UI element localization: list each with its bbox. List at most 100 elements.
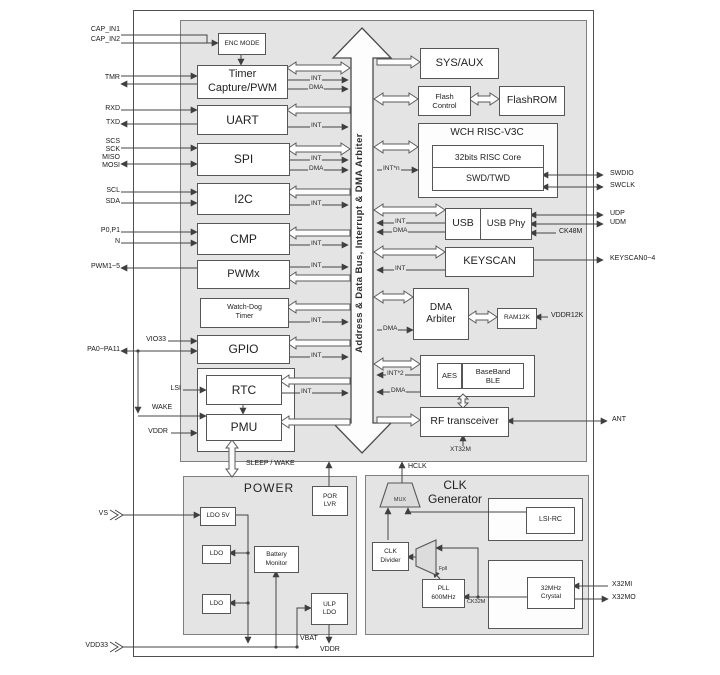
ck32m-label: CK32M: [466, 599, 487, 605]
spi-dma-label: DMA: [308, 165, 325, 172]
flash-bus-arrow: [373, 92, 419, 106]
crystal-block: 32MHz Crystal: [527, 577, 575, 609]
gpio-bus-arrow: [286, 336, 351, 350]
usb-label: USB: [452, 217, 474, 230]
pin-cap-in2: CAP_IN2: [90, 36, 120, 43]
cmp-int-label: INT: [310, 240, 323, 247]
watchdog-block: Watch-Dog Timer: [200, 298, 289, 328]
aes-bus-arrow: [373, 357, 421, 371]
rtc-block: RTC: [206, 375, 282, 405]
pin-x32mi: X32MI: [612, 581, 633, 588]
cmp-block: CMP: [197, 223, 290, 255]
pin-ant: ANT: [612, 416, 626, 423]
rf-transceiver-block: RF transceiver: [420, 407, 509, 437]
cmp-bus-arrow: [286, 226, 351, 240]
battery-monitor-block: Battery Monitor: [254, 546, 299, 573]
pin-txd: TXD: [106, 119, 120, 126]
gpio-int-label: INT: [310, 352, 323, 359]
pin-pa0-pa11: PA0~PA11: [87, 346, 120, 353]
pin-miso: MISO: [102, 154, 120, 161]
wdt-int-label: INT: [310, 317, 323, 324]
label-vio33: VIO33: [146, 336, 166, 343]
system-bus-arrow: [331, 27, 393, 454]
dma-arb-dma-label: DMA: [382, 325, 399, 332]
flash-rom-arrow: [468, 92, 500, 106]
label-vddr12k: VDDR12K: [551, 312, 584, 319]
baseband-ble-block: BaseBand BLE: [462, 363, 524, 389]
uart-bus-arrow: [286, 103, 351, 117]
pin-p0p1: P0,P1: [100, 227, 120, 234]
timer-bus-arrow: [286, 61, 351, 75]
pin-rxd: RXD: [105, 105, 120, 112]
swd-twd-block: SWD/TWD: [432, 167, 544, 191]
i2c-bus-arrow: [286, 185, 351, 199]
core-int-label: INT*n: [382, 165, 401, 172]
pin-sda: SDA: [105, 198, 120, 205]
vbat-label: VBAT: [300, 635, 318, 642]
ldo-a-block: LDO: [202, 545, 231, 564]
sys-aux-block: SYS/AUX: [420, 48, 499, 79]
uart-int-label: INT: [310, 122, 323, 129]
pwmx-block: PWMx: [197, 260, 290, 289]
pmu-bus-arrow: [279, 415, 351, 429]
pin-udp: UDP: [610, 210, 625, 217]
ulp-ldo-block: ULP LDO: [311, 593, 348, 625]
rtc-int-label: INT: [300, 388, 313, 395]
lsi-rc-block: LSI-RC: [526, 507, 575, 534]
ram-dma-arrow: [466, 310, 498, 324]
usb-dma-label: DMA: [392, 227, 409, 234]
pin-swdio: SWDIO: [610, 170, 634, 177]
flash-control-block: Flash Control: [418, 86, 471, 116]
label-lsi: LSI: [170, 385, 181, 392]
timer-int-label: INT: [310, 75, 323, 82]
usb-int-label: INT: [394, 218, 407, 225]
keyscan-int-label: INT: [394, 265, 407, 272]
pin-x32mo: X32MO: [612, 594, 636, 601]
clk-divider-block: CLK Divider: [372, 542, 409, 571]
enc-mode-block: ENC MODE: [218, 33, 266, 55]
gpio-block: GPIO: [197, 335, 290, 364]
dma-bus-arrow: [373, 290, 414, 304]
wch-core-title: WCH RISC-V3C: [450, 127, 524, 138]
spi-int-label: INT: [310, 155, 323, 162]
hclk-label: HCLK: [408, 463, 427, 470]
pin-vs: VS: [98, 510, 108, 517]
label-vddr-in: VDDR: [148, 428, 168, 435]
clk-mux-label: MUX: [394, 497, 407, 503]
ble-rf-arrow: [456, 393, 470, 409]
power-title: POWER: [243, 481, 295, 495]
keyscan-block: KEYSCAN: [445, 247, 534, 277]
pin-vdd33: VDD33: [85, 642, 108, 649]
pin-mosi: MOSI: [102, 162, 120, 169]
aes-block: AES: [437, 363, 462, 389]
fpll-label: Fpll: [438, 566, 449, 572]
pwmx-bus-arrow: [286, 271, 351, 285]
keyscan-bus-arrow: [373, 245, 446, 259]
label-wake: WAKE: [151, 404, 173, 411]
pin-pwm1-5: PWM1~5: [91, 263, 120, 270]
pin-keyscan0-4: KEYSCAN0~4: [610, 255, 656, 262]
xt32m-label: XT32M: [449, 446, 472, 453]
usb-block: USB USB Phy: [445, 208, 532, 240]
aes-dma-label: DMA: [390, 387, 407, 394]
usb-phy-label: USB Phy: [480, 209, 531, 239]
sleep-wake-arrow: [225, 439, 239, 478]
ldo-b-block: LDO: [202, 594, 231, 614]
rf-bus-arrow: [376, 413, 421, 427]
por-lvr-block: POR LVR: [312, 486, 348, 516]
sleep-wake-label: SLEEP / WAKE: [246, 460, 295, 467]
pmu-block: PMU: [206, 414, 282, 441]
timer-dma-label: DMA: [308, 84, 325, 91]
i2c-int-label: INT: [310, 200, 323, 207]
pin-tmr: TMR: [104, 74, 120, 81]
spi-block: SPI: [197, 143, 290, 176]
rtc-bus-arrow: [279, 374, 351, 388]
pll-mux-shape: [415, 539, 437, 576]
aes-int2-label: INT*2: [386, 370, 405, 377]
pin-scl: SCL: [106, 187, 120, 194]
wch-bus-arrow: [373, 140, 419, 154]
pin-n: N: [114, 238, 120, 245]
uart-block: UART: [197, 105, 288, 135]
